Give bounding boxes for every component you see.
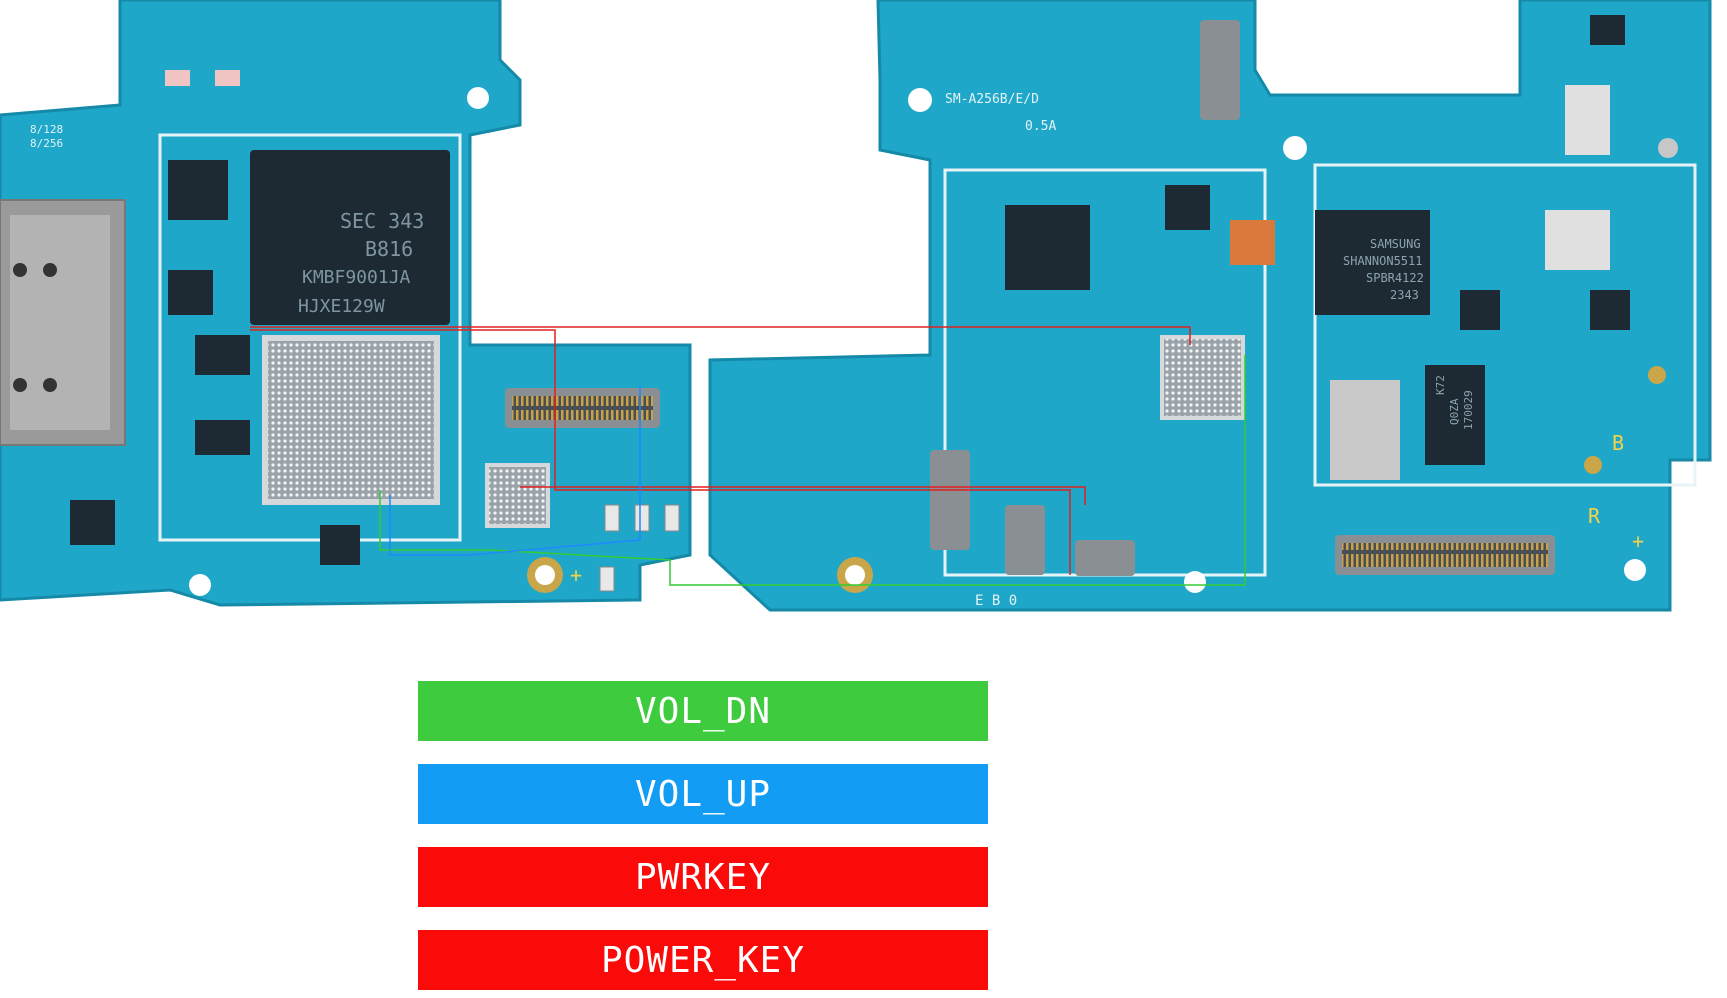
right-vertical-connector-2: [1200, 20, 1240, 120]
memory-chip-line2: B816: [365, 237, 413, 261]
ic-right-2: [1460, 290, 1500, 330]
trace-pwrkey: [250, 329, 1071, 575]
legend-power-key: POWER_KEY: [418, 930, 988, 990]
switch-pad: [604, 504, 620, 532]
trace-power-key: [250, 326, 1191, 345]
sim-pad: [13, 378, 27, 392]
processor-bga-pattern: [268, 341, 434, 499]
left-silk-1: 8/128: [30, 123, 63, 136]
switch-pad: [664, 504, 680, 532]
legend-pwrkey: PWRKEY: [418, 847, 988, 907]
mount-hole: [189, 574, 211, 596]
memory-chip-line3: KMBF9001JA: [302, 267, 411, 288]
ic-right-1: [1165, 185, 1210, 230]
ic-left-3: [195, 335, 250, 375]
memory-chip: [250, 150, 450, 325]
sim-pad: [43, 263, 57, 277]
trace-vol-dn: [379, 355, 1246, 586]
silver-module: [1330, 380, 1400, 480]
sim-tray-inner: [10, 215, 110, 430]
ic-right-3: [1590, 290, 1630, 330]
k72-chip: [1425, 365, 1485, 465]
legend-vol-dn: VOL_DN: [418, 681, 988, 741]
left-shield-frame: [158, 133, 462, 542]
signal-traces: [250, 326, 1246, 586]
antenna-pad: [1584, 456, 1602, 474]
k72-line1: K72: [1434, 375, 1447, 395]
ic-left-6: [70, 500, 115, 545]
modem-chip-line1: SAMSUNG: [1370, 237, 1421, 251]
ic-left-2: [168, 270, 213, 315]
silver-module-3: [1565, 85, 1610, 155]
right-shield-frame-2: [1313, 163, 1697, 487]
antenna-pad: [1658, 138, 1678, 158]
mount-hole: [1283, 136, 1307, 160]
silk-rev: 0.5A: [1025, 119, 1056, 134]
copper-pad: [1230, 220, 1275, 265]
right-small-connector-2: [1075, 540, 1135, 576]
left-connector-pins: [512, 396, 653, 420]
legend-vol-up: VOL_UP: [418, 764, 988, 824]
right-board-section: SAMSUNG SHANNON5511 SPBR4122 2343 K72 Q0…: [708, 0, 1712, 612]
memory-chip-line4: HJXE129W: [298, 296, 385, 317]
pcb-board-diagram: SEC 343 B816 KMBF9001JA HJXE129W 8/128 8…: [0, 0, 1712, 612]
trace-power-key-2: [520, 486, 1086, 505]
switch-pad: [634, 504, 650, 532]
modem-chip-line2: SHANNON5511: [1343, 254, 1422, 268]
cap-pink: [165, 70, 190, 86]
k72-line3: 170029: [1462, 390, 1475, 430]
left-board-section: SEC 343 B816 KMBF9001JA HJXE129W 8/128 8…: [0, 0, 692, 607]
left-silk-2: 8/256: [30, 137, 63, 150]
ic-right-4: [1590, 15, 1625, 45]
switch-pad: [599, 566, 615, 592]
modem-chip-line4: 2343: [1390, 288, 1419, 302]
gold-screw-hole: [845, 565, 865, 585]
mount-hole: [467, 87, 489, 109]
modem-chip-line3: SPBR4122: [1366, 271, 1424, 285]
sim-pad: [43, 378, 57, 392]
silk-letter-r: R: [1588, 504, 1601, 528]
silk-model: SM-A256B/E/D: [945, 92, 1039, 107]
right-bga-pattern: [1164, 339, 1241, 416]
ic-left-5: [320, 525, 360, 565]
ic-left-4: [195, 420, 250, 455]
small-bga-pattern: [489, 467, 546, 524]
left-silk-plus: +: [570, 563, 582, 587]
pmic-chip: [1005, 205, 1090, 290]
sim-pad: [13, 263, 27, 277]
silk-bottom-code: E B 0: [975, 593, 1017, 609]
silk-plus-right: +: [1632, 529, 1644, 553]
modem-chip: [1315, 210, 1430, 315]
cap-pink: [215, 70, 240, 86]
right-vertical-connector-1: [930, 450, 970, 550]
mount-hole: [1184, 571, 1206, 593]
antenna-pad: [1648, 366, 1666, 384]
mount-hole: [908, 88, 932, 112]
memory-chip-line1: SEC 343: [340, 209, 424, 233]
k72-line2: Q0ZA: [1448, 398, 1461, 425]
silver-module-2: [1545, 210, 1610, 270]
mount-hole: [1624, 559, 1646, 581]
ic-left-1: [168, 160, 228, 220]
gold-screw-hole: [535, 565, 555, 585]
silk-letter-b: B: [1612, 431, 1624, 455]
right-small-connector: [1005, 505, 1045, 575]
right-bottom-connector-pins: [1342, 543, 1548, 567]
trace-vol-up: [389, 385, 641, 556]
